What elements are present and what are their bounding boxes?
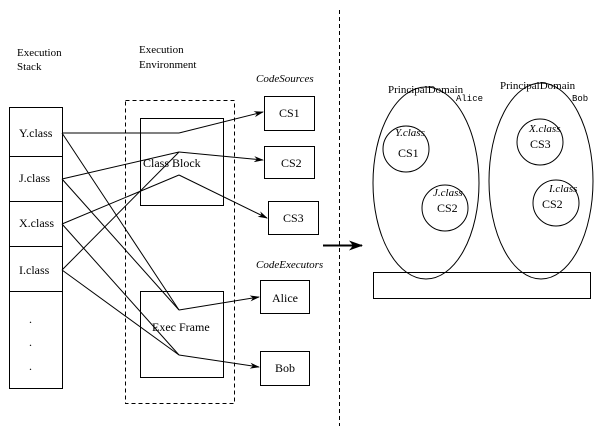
code-source-cs2-label: CS2 xyxy=(281,156,302,170)
code-source-cs3-label: CS3 xyxy=(283,211,304,225)
connector-i-classblock xyxy=(61,151,180,271)
stack-connectors xyxy=(61,132,180,356)
code-executor-alice-label: Alice xyxy=(272,291,298,305)
class-block-label: Class Block xyxy=(143,156,201,170)
code-executor-bob xyxy=(260,351,310,386)
connector-x-classblock xyxy=(61,174,180,225)
env-title-line2: Environment xyxy=(139,59,196,71)
connector-y-execframe xyxy=(61,132,180,311)
junction-arrows xyxy=(178,111,268,369)
domain-base-platform xyxy=(373,272,591,299)
principal-domain-alice xyxy=(372,86,480,280)
class-block xyxy=(140,118,224,206)
member-j-class-label: J.class xyxy=(433,187,463,199)
code-executor-bob-label: Bob xyxy=(275,361,295,375)
stack-ellipsis-dot: . xyxy=(29,359,32,373)
member-cs1-label: CS1 xyxy=(398,146,419,160)
execution-environment-boundary xyxy=(125,100,235,404)
domain-member-j-cs2 xyxy=(421,184,469,232)
arrow-to-cs1 xyxy=(178,111,264,134)
arrow-to-alice xyxy=(178,295,260,311)
connector-i-execframe xyxy=(61,269,180,356)
member-cs2b-label: CS2 xyxy=(542,197,563,211)
stack-title-line1: Execution xyxy=(17,47,62,59)
stack-title-line2: Stack xyxy=(17,61,42,73)
member-x-class-label: X.class xyxy=(528,123,560,135)
stack-item-j-class: J.class xyxy=(19,171,50,185)
stack-item-x-class: X.class xyxy=(19,216,54,230)
stack-item-i-class: I.class xyxy=(19,263,50,277)
stack-ellipsis-dot: . xyxy=(29,312,32,326)
stack-ellipsis-dot: . xyxy=(29,335,32,349)
member-y-class-label: Y.class xyxy=(395,127,425,139)
domain-member-y-cs1 xyxy=(382,125,430,173)
arrow-to-cs3 xyxy=(178,174,268,219)
arrow-to-cs2 xyxy=(178,151,264,163)
code-source-cs2 xyxy=(264,146,315,179)
principal-domains: PrincipalDomain Alice PrincipalDomain Bo… xyxy=(372,80,594,299)
code-source-cs1-label: CS1 xyxy=(279,106,300,120)
code-sources-title: CodeSources xyxy=(256,73,314,85)
domain-bob-principal: Bob xyxy=(572,94,588,104)
execution-stack: Y.class J.class X.class I.class . . . xyxy=(9,107,63,389)
env-title-line1: Execution xyxy=(139,44,184,56)
domain-member-i-cs2 xyxy=(532,179,580,227)
domain-member-x-cs3 xyxy=(516,118,564,166)
stack-frame xyxy=(9,107,63,389)
member-cs3-label: CS3 xyxy=(530,137,551,151)
connector-j-execframe xyxy=(61,178,180,311)
connector-j-classblock xyxy=(61,151,180,180)
connector-x-execframe xyxy=(61,223,180,356)
domain-bob-title: PrincipalDomain xyxy=(500,80,576,92)
exec-frame-label: Exec Frame xyxy=(152,320,210,334)
exec-frame xyxy=(140,291,224,378)
member-i-class-label: I.class xyxy=(548,183,577,195)
member-cs2-label: CS2 xyxy=(437,201,458,215)
code-source-cs1 xyxy=(264,96,315,131)
code-executor-alice xyxy=(260,280,310,314)
domain-alice-title: PrincipalDomain xyxy=(388,84,464,96)
principal-domain-bob xyxy=(488,82,594,280)
arrow-to-bob xyxy=(178,354,260,369)
code-source-cs3 xyxy=(268,201,319,235)
stack-item-y-class: Y.class xyxy=(19,126,53,140)
code-executors-title: CodeExecutors xyxy=(256,259,323,271)
domain-alice-principal: Alice xyxy=(456,94,483,104)
